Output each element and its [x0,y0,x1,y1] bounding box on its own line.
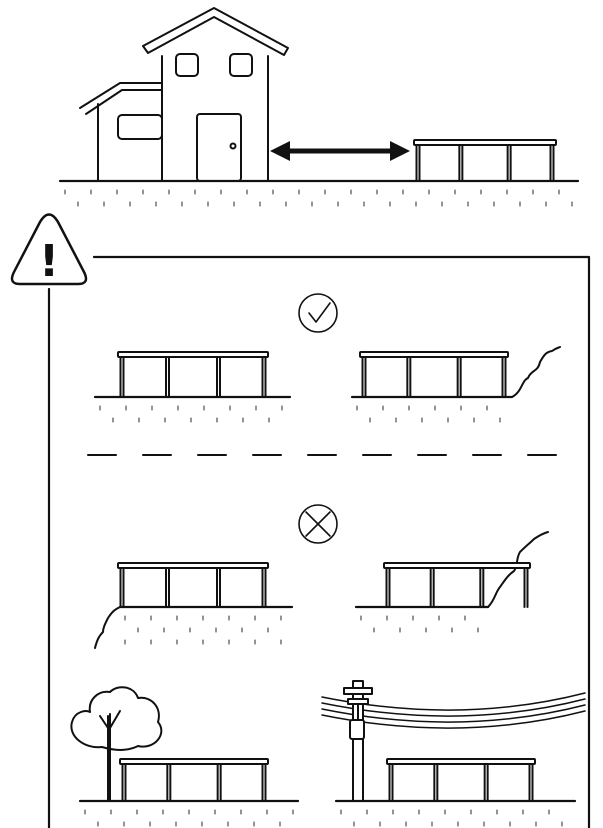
trampoline-icon [413,139,557,182]
cross-circle-icon [298,504,338,544]
trampoline-icon [383,562,531,608]
ground-line [58,179,580,207]
trampoline-icon [413,139,557,182]
panel-under-power-lines [321,680,586,827]
utility-pole-icon [343,680,373,802]
slope-icon [511,346,561,398]
distance-arrow-icon [270,141,410,161]
check-circle-icon [298,293,338,333]
ground-line [354,605,490,633]
slope-icon [94,606,121,649]
panel-flat-ground-near-slope [350,346,561,423]
warning-frame [47,255,591,828]
trampoline-icon [117,562,269,608]
panel-ground-against-embankment [354,531,549,633]
trampoline-icon [119,758,269,802]
panel-under-tree [70,686,300,827]
trampoline-icon [359,351,509,398]
warning-symbol: ! [39,236,59,287]
ground-line [78,799,300,827]
slope-icon [487,531,549,608]
trampoline-icon [386,758,536,802]
panel-flat-ground [93,351,292,423]
house-icon [79,7,289,182]
ground-line [350,395,514,423]
ground-line [93,395,292,423]
ground-line [118,605,294,645]
tree-icon [70,686,163,802]
ground-line [58,179,580,207]
warning-triangle-icon: ! [10,213,88,287]
ground-line [334,799,577,827]
panel-ground-at-drop-edge [94,562,294,649]
trampoline-icon [117,351,269,398]
